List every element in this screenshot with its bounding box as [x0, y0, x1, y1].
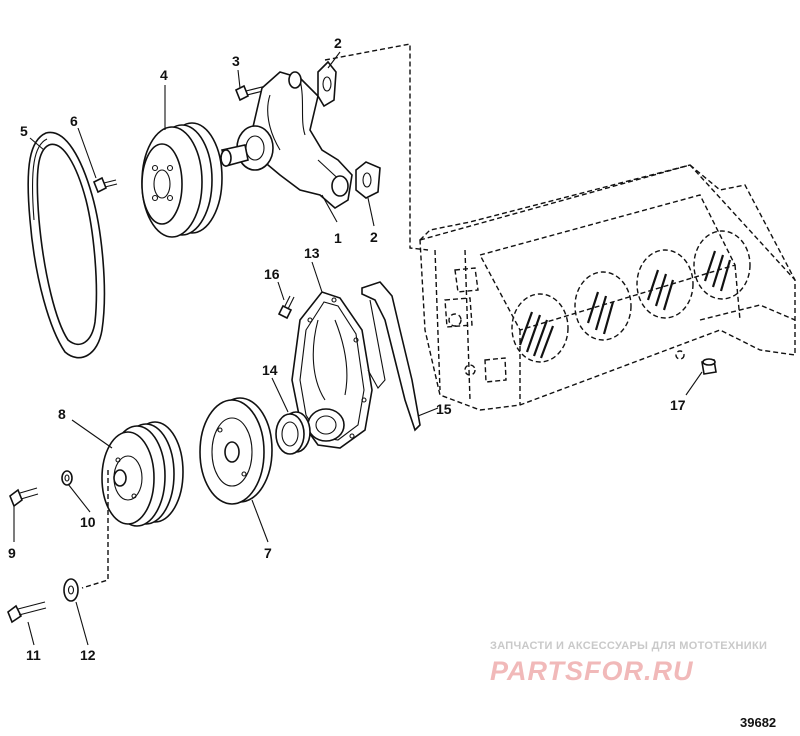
callout-9: 9	[8, 545, 16, 561]
callout-6: 6	[70, 113, 78, 129]
callout-12: 12	[80, 647, 96, 663]
balancer-bolt	[7, 601, 47, 624]
timing-cover-bolt	[277, 295, 295, 320]
water-pump	[220, 71, 353, 209]
callout-3: 3	[232, 53, 240, 69]
balancer-washer	[63, 578, 79, 602]
timing-cover	[291, 291, 373, 449]
crank-bolt-alignment-line	[81, 470, 109, 589]
callout-16: 16	[264, 266, 280, 282]
pulley-bolt	[92, 176, 118, 194]
pump-gasket-lower	[355, 161, 381, 199]
callout-17: 17	[670, 397, 686, 413]
callout-11: 11	[26, 647, 41, 663]
pump-bolt	[234, 84, 268, 102]
engine-block	[419, 164, 796, 411]
crankshaft-seal	[275, 411, 311, 455]
callout-5: 5	[20, 123, 28, 139]
block-plug	[701, 358, 717, 375]
callout-15: 15	[436, 401, 452, 417]
pulley-mounting-bolt	[9, 487, 39, 508]
callout-labels: 1 2 2 3 4 5 6 7 8 9 10 11 12 13 14 15 16…	[8, 35, 686, 663]
drive-belt	[27, 131, 106, 359]
callout-2-upper: 2	[334, 35, 342, 51]
lock-washer	[61, 470, 73, 486]
callout-4: 4	[160, 67, 168, 83]
cylinder-bore-1	[511, 293, 569, 363]
leader-lines	[13, 51, 703, 646]
cylinder-bore-2	[574, 271, 632, 341]
watermark-logo: PARTSFOR.RU	[490, 656, 694, 686]
callout-7: 7	[264, 545, 272, 561]
callout-2-lower: 2	[370, 229, 378, 245]
cylinder-bore-4	[693, 230, 751, 300]
cylinder-bore-3	[636, 249, 694, 319]
harmonic-balancer	[199, 397, 273, 505]
callout-1: 1	[334, 230, 342, 246]
callout-8: 8	[58, 406, 66, 422]
pump-gasket-upper	[317, 60, 337, 108]
callout-13: 13	[304, 245, 320, 261]
pump-alignment-line	[324, 43, 429, 251]
figure-number: 39682	[740, 715, 777, 730]
callout-14: 14	[262, 362, 278, 378]
watermark-caption: ЗАПЧАСТИ И АКСЕССУАРЫ ДЛЯ МОТОТЕХНИКИ	[490, 640, 768, 652]
water-pump-pulley	[141, 122, 223, 238]
crankshaft-pulley	[101, 421, 184, 527]
timing-cover-gasket	[361, 281, 421, 432]
callout-10: 10	[80, 514, 96, 530]
